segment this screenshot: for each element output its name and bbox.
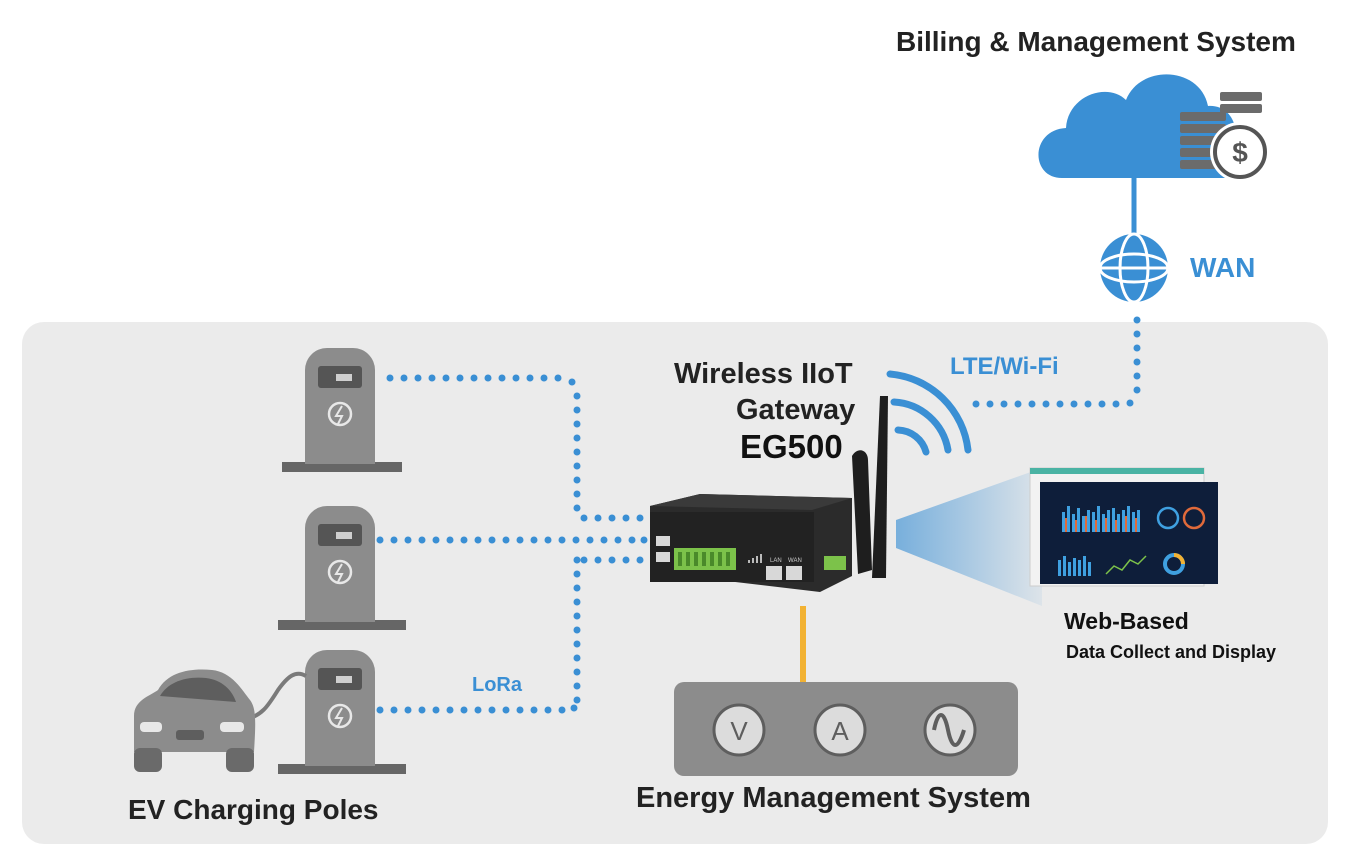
gateway-title-line1: Wireless IIoT	[674, 358, 853, 390]
antenna-icon	[852, 450, 872, 574]
charging-pole-icon	[278, 506, 406, 630]
ammeter-symbol: A	[831, 716, 849, 746]
charging-cable	[243, 671, 308, 722]
port-label-lan: LAN	[770, 558, 782, 564]
lora-label: LoRa	[472, 674, 522, 696]
web-based-subtitle: Data Collect and Display	[1066, 642, 1277, 662]
gateway-title-line2: Gateway	[736, 394, 856, 426]
svg-text:$: $	[1232, 137, 1248, 168]
display-beam	[896, 468, 1042, 606]
gateway-model: EG500	[740, 428, 843, 465]
cloud-billing-icon: $	[1038, 74, 1270, 182]
billing-system-title: Billing & Management System	[896, 26, 1296, 57]
ev-charging-poles-label: EV Charging Poles	[128, 794, 379, 825]
charging-pole-icon	[282, 348, 402, 472]
energy-management-label: Energy Management System	[636, 782, 1031, 814]
car-icon	[134, 669, 256, 772]
pole-dotted-links	[376, 374, 648, 714]
voltmeter-symbol: V	[730, 716, 748, 746]
gateway-device-icon: LAN WAN	[650, 494, 852, 592]
globe-icon	[1098, 232, 1170, 304]
web-based-title: Web-Based	[1064, 608, 1189, 634]
charging-pole-icon	[278, 650, 406, 774]
lte-wifi-label: LTE/Wi-Fi	[950, 353, 1059, 380]
dashboard-screen-icon	[1029, 467, 1218, 587]
waveform-icon	[923, 703, 977, 757]
antenna-icon	[872, 396, 888, 578]
voltmeter-icon: V	[712, 703, 766, 757]
port-label-wan: WAN	[788, 558, 802, 564]
ammeter-icon: A	[813, 703, 867, 757]
wan-dotted-link	[972, 316, 1141, 408]
wan-label: WAN	[1190, 252, 1256, 283]
wireless-signal-icon	[886, 370, 972, 456]
